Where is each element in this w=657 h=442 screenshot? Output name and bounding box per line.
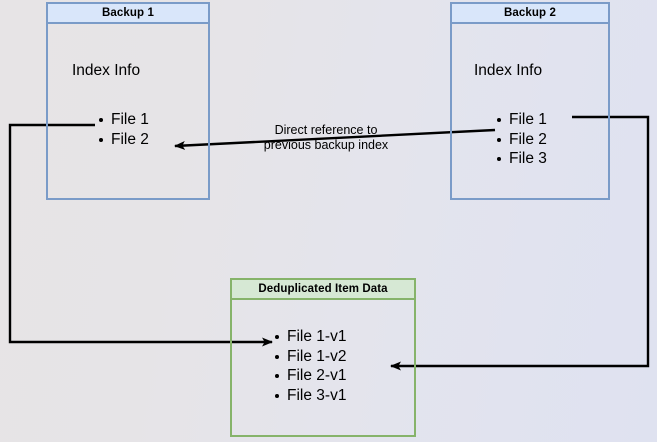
backup-1-title: Backup 1	[48, 4, 208, 24]
backup-2-file-list: File 1 File 2 File 3	[496, 110, 547, 169]
deduplicated-item-data-body: File 1-v1 File 1-v2 File 2-v1 File 3-v1	[232, 300, 414, 435]
list-item: File 3-v1	[274, 386, 346, 406]
backup-2-title: Backup 2	[452, 4, 608, 24]
dedup-file-list: File 1-v1 File 1-v2 File 2-v1 File 3-v1	[274, 327, 346, 405]
backup-1-box[interactable]: Backup 1 Index Info File 1 File 2	[46, 2, 210, 200]
backup-1-index-info-label: Index Info	[72, 62, 141, 79]
backup-2-index-info-label: Index Info	[474, 62, 543, 79]
deduplicated-item-data-box[interactable]: Deduplicated Item Data File 1-v1 File 1-…	[230, 278, 416, 437]
deduplicated-item-data-title: Deduplicated Item Data	[232, 280, 414, 300]
list-item: File 1	[496, 110, 547, 130]
backup-1-file-list: File 1 File 2	[98, 110, 149, 149]
list-item: File 2-v1	[274, 366, 346, 386]
list-item: File 2	[98, 130, 149, 150]
backup-1-body: Index Info File 1 File 2	[48, 24, 208, 198]
list-item: File 2	[496, 130, 547, 150]
list-item: File 3	[496, 149, 547, 169]
list-item: File 1-v2	[274, 347, 346, 367]
list-item: File 1	[98, 110, 149, 130]
list-item: File 1-v1	[274, 327, 346, 347]
backup-2-box[interactable]: Backup 2 Index Info File 1 File 2 File 3	[450, 2, 610, 200]
backup-2-body: Index Info File 1 File 2 File 3	[452, 24, 608, 198]
direct-reference-annotation: Direct reference to previous backup inde…	[263, 123, 389, 152]
